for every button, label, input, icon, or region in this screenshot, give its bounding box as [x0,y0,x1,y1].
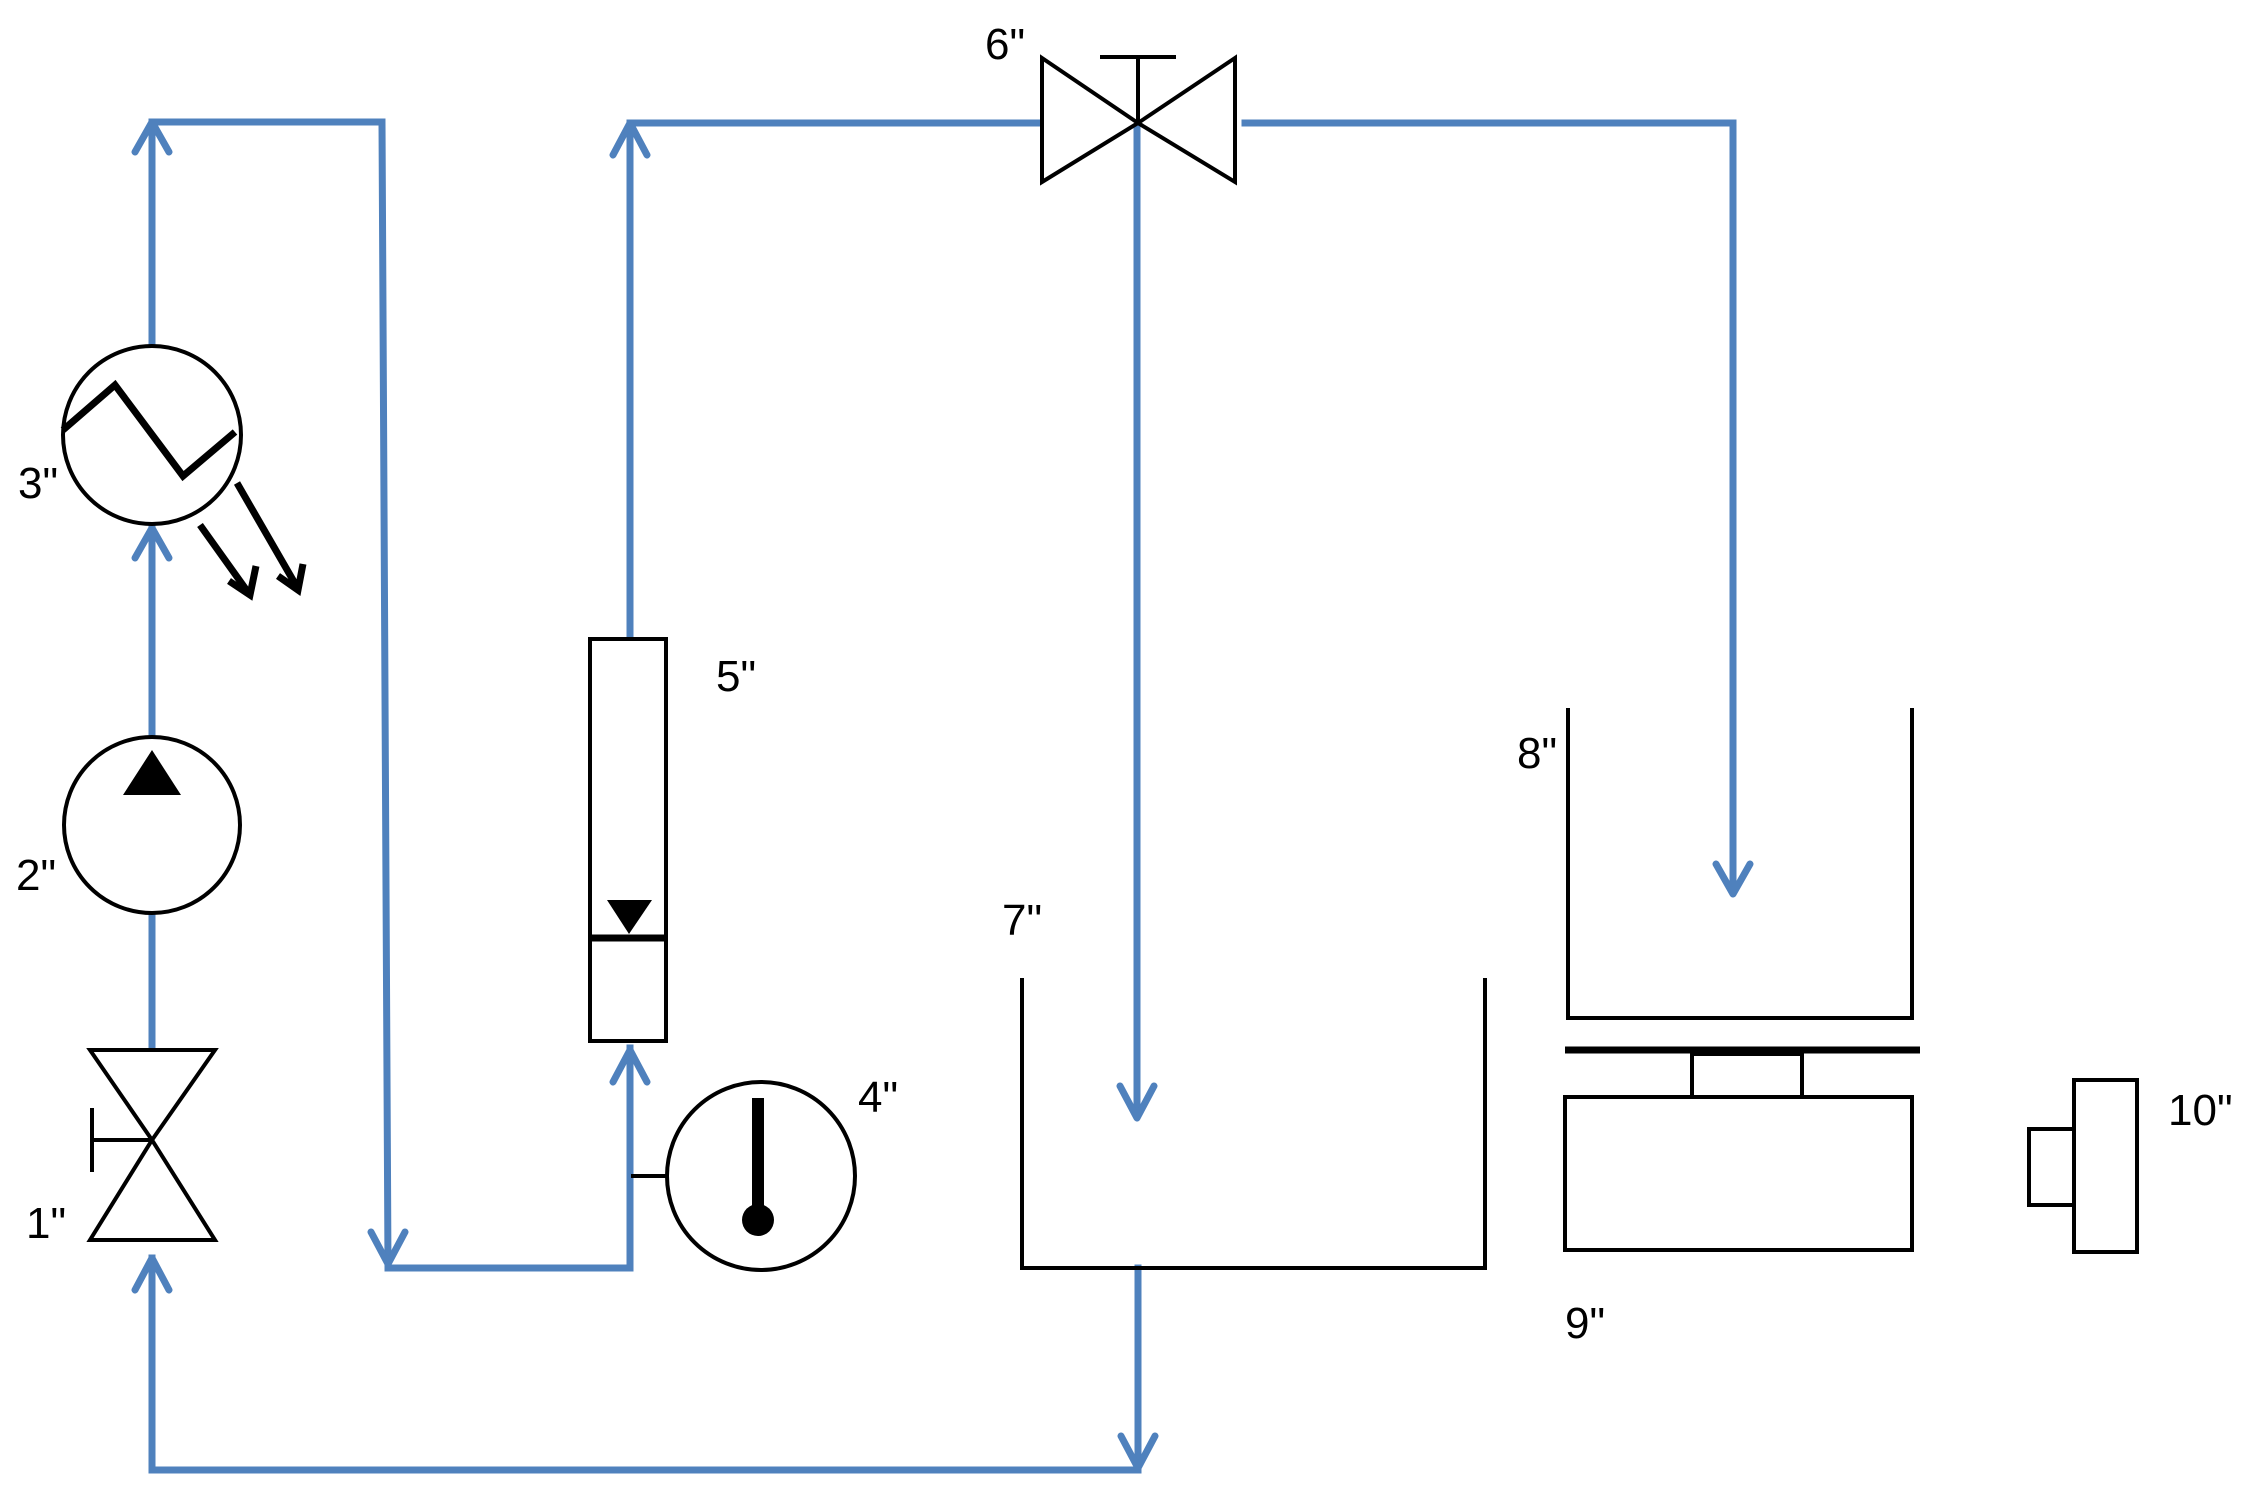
flow-arrows [131,118,1754,1472]
pump-2 [62,735,242,915]
label-device-10: 10" [2168,1086,2233,1135]
pipe-flowmeter-to-valve [626,119,1042,640]
arrow-up-top-mid [609,119,651,159]
component-labels: 1" 2" 3" 4" 5" 6" 7" 8" 9" 10" [16,20,2233,1348]
pipe-exchanger-riser [148,118,634,1272]
arrow-up-top-left [131,118,173,156]
label-flowmeter-5: 5" [716,652,756,701]
thermometer-4 [631,1080,857,1272]
label-tank-8: 8" [1517,729,1557,778]
hand-valve-1 [86,1048,219,1242]
three-way-valve-6 [1040,54,1237,186]
pipe-network [148,118,1737,1474]
arrow-down-tank8 [1712,860,1754,898]
heat-exchanger-3 [60,344,307,601]
arrow-up-exchanger [131,524,173,562]
weighing-scale-9 [1563,1046,1920,1252]
device-10 [2027,1078,2139,1254]
label-thermometer-4: 4" [858,1073,898,1122]
pipe-valve-to-tank8 [1241,119,1737,894]
tank-7 [1020,978,1487,1270]
arrow-up-valve1 [131,1254,173,1294]
label-pump-2: 2" [16,851,56,900]
tank-8 [1566,708,1914,1020]
arrow-down-return [367,1228,409,1268]
arrow-down-tank7 [1116,1082,1158,1122]
flowmeter-5 [588,637,668,1043]
label-heat-exchanger-3: 3" [18,459,58,508]
label-three-way-valve-6: 6" [985,20,1025,69]
label-valve-1: 1" [26,1199,66,1248]
label-scale-9: 9" [1565,1299,1605,1348]
arrow-up-flowmeter [609,1046,651,1086]
label-tank-7: 7" [1002,896,1042,945]
pipe-loop-bottom [148,1254,1142,1474]
arrow-down-bottom [1117,1432,1159,1472]
